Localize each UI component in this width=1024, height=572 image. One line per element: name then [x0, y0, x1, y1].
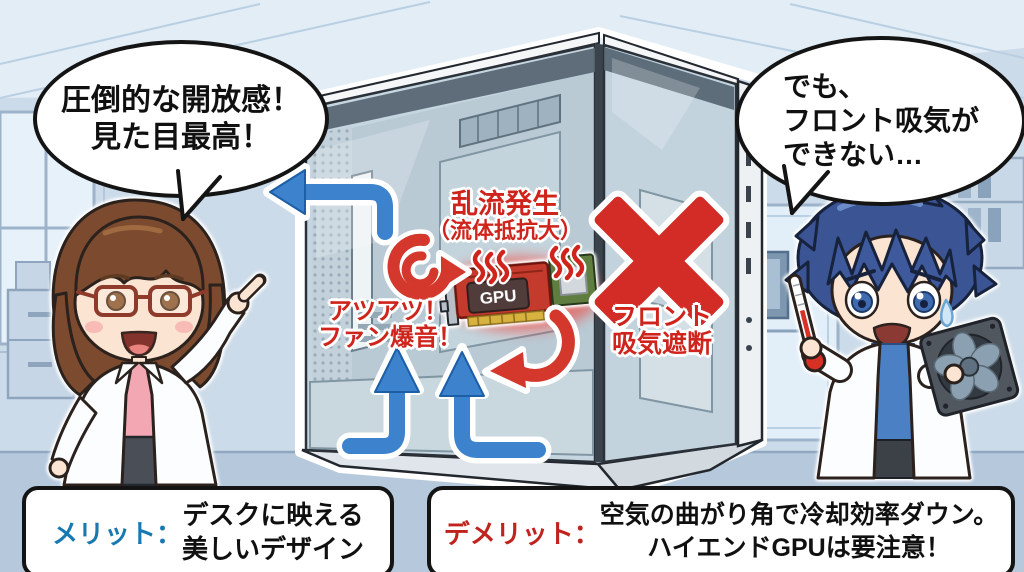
merit-line1: デスクに映える: [182, 499, 364, 530]
speech-right-line3: できない…: [783, 139, 924, 171]
red-x-icon: [588, 190, 730, 332]
case-fan-icon: [919, 316, 1020, 417]
merit-line2: 美しいデザイン: [182, 534, 365, 564]
speech-left-line1: 圧倒的な開放感！: [61, 83, 301, 117]
demerit-box: デメリット： 空気の曲がり角で冷却効率ダウン。 ハイエンドGPUは要注意！: [427, 486, 1015, 572]
scientist-boy: [784, 176, 1020, 480]
scientist-girl: [48, 198, 267, 487]
turbulence-label: 乱流発生 （流体抵抗大）: [415, 189, 595, 244]
speech-right-line1: でも、: [783, 70, 867, 102]
merit-label: メリット：: [51, 518, 182, 549]
demerit-line1: 空気の曲がり角で冷却効率ダウン。: [599, 501, 999, 529]
intake-blocked-line1: フロント: [611, 303, 712, 331]
turbulence-arc-icon: [482, 304, 580, 394]
airflow-arrow-up-1: [336, 339, 424, 460]
speech-bubble-left-tail: [176, 169, 222, 221]
turbulence-spiral-icon: [383, 229, 472, 305]
overheat-label: アツアツ！ ファン爆音！: [318, 298, 462, 351]
turbulence-label-line2: （流体抵抗大）: [427, 218, 582, 244]
intake-blocked-label: フロント 吸気遮断: [604, 304, 720, 358]
turbulence-label-line1: 乱流発生: [451, 189, 559, 219]
speech-bubble-right: でも、 フロント吸気が できない…: [735, 36, 1024, 206]
speech-right-line2: フロント吸気が: [783, 104, 980, 136]
gpu-text: GPU: [479, 286, 517, 308]
intake-blocked-line2: 吸気遮断: [611, 330, 712, 358]
sweat-drop-icon: [940, 298, 954, 328]
speech-left-line2: 見た目最高！: [91, 121, 271, 154]
airflow-arrow-exhaust: [263, 163, 399, 246]
speech-bubble-right-tail: [782, 164, 830, 215]
demerit-line2: ハイエンドGPUは要注意！: [647, 534, 951, 562]
overheat-label-line2: ファン爆音！: [318, 323, 462, 351]
heat-waves-icon: [470, 242, 587, 287]
airflow-arrow-up-2: [435, 343, 552, 464]
demerit-label: デメリット：: [443, 518, 600, 549]
overheat-label-line1: アツアツ！: [328, 298, 448, 325]
speech-bubble-left: 圧倒的な開放感！ 見た目最高！: [33, 40, 329, 198]
merit-box: メリット： デスクに映える 美しいデザイン: [22, 486, 394, 572]
glasses-icon: [76, 285, 208, 317]
